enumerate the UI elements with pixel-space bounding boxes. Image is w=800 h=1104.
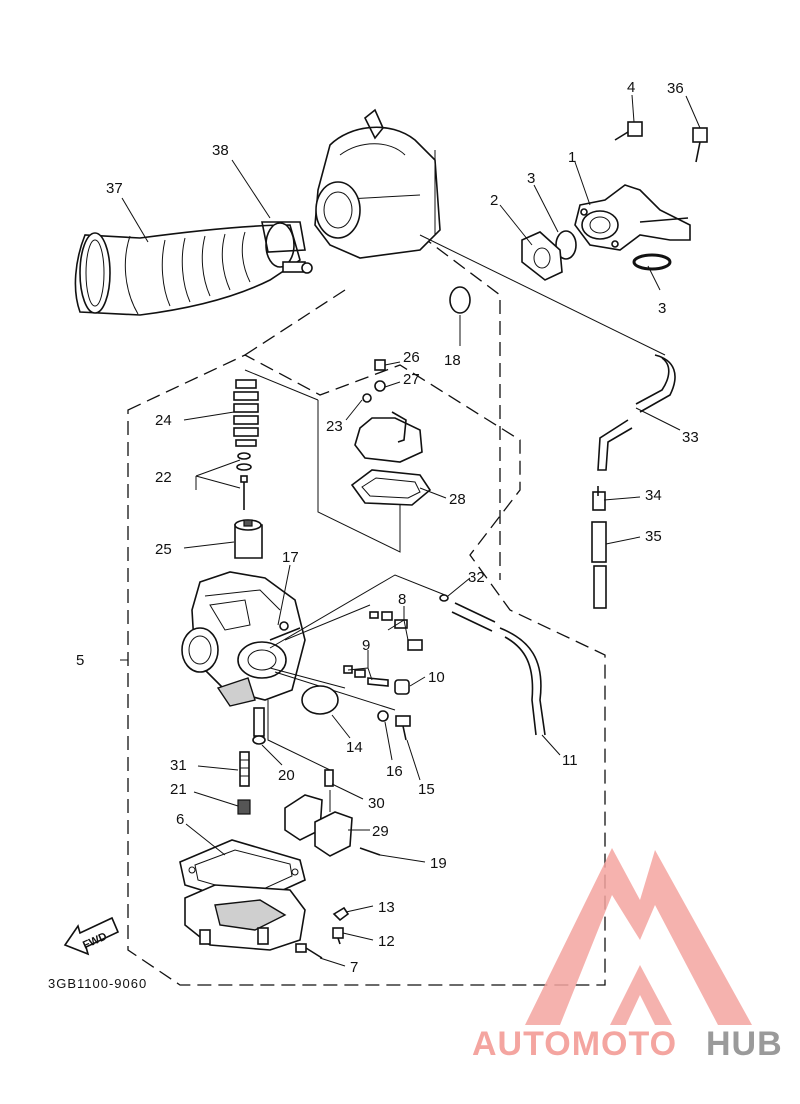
callout-27: 27 [403,371,420,388]
callout-23: 23 [326,418,343,435]
callout-34: 34 [645,487,662,504]
manifold-bolt-long [692,127,708,163]
callout-4: 4 [627,79,635,96]
fwd-arrow-icon [63,916,120,956]
watermark-text: AUTOMOTO HUB [472,1025,783,1063]
vent-hose-assembly [419,234,676,736]
callout-17: 17 [282,549,299,566]
callout-19: 19 [430,855,447,872]
diagram-code: 3GB1100-9060 [48,976,147,991]
callout-38: 38 [212,142,229,159]
callout-8: 8 [398,591,406,608]
callout-25: 25 [155,541,172,558]
callout-18: 18 [444,352,461,369]
callout-36: 36 [667,80,684,97]
needle-jet [252,707,266,745]
pilot-screw-set [343,611,423,687]
callout-9: 9 [362,637,370,654]
callout-1: 1 [568,149,576,166]
float-chamber [184,884,306,951]
callout-12: 12 [378,933,395,950]
drain-plug [301,685,339,715]
callout-13: 13 [378,899,395,916]
air-boot-hose [74,222,301,316]
cover-gasket [350,469,432,506]
callout-20: 20 [278,767,295,784]
o-ring [555,230,672,271]
body-leader-lines [267,574,446,771]
callout-21: 21 [170,781,187,798]
float-pin [359,847,381,856]
callout-7: 7 [350,959,358,976]
watermark-main: AUTOMOTO [472,1025,677,1063]
throttle-valve [234,519,263,559]
main-jet [237,799,251,815]
triangle-logo-icon [525,848,752,1025]
drain-bolt [295,943,323,959]
gasket-bracket-lines [244,369,401,553]
callout-15: 15 [418,781,435,798]
carburetor-body [181,571,306,707]
callout-31: 31 [170,757,187,774]
callout-3a: 3 [527,170,535,187]
drain-screw [395,715,411,741]
manifold-bolt [614,121,643,141]
throttle-spring [233,379,259,447]
callout-26: 26 [403,349,420,366]
diaphragm-disc [449,286,471,314]
air-filter-case [314,108,441,259]
carburetor-top-cover [354,359,423,463]
callout-2: 2 [490,192,498,209]
watermark-accent: HUB [706,1025,783,1063]
callout-11: 11 [562,752,578,769]
float-assembly [284,790,353,857]
callout-28: 28 [449,491,466,508]
callout-10: 10 [428,669,445,686]
callout-33: 33 [682,429,699,446]
callout-14: 14 [346,739,363,756]
callout-3b: 3 [658,300,666,317]
callout-35: 35 [645,528,662,545]
bowl-screw [332,906,350,945]
callout-29: 29 [372,823,389,840]
callout-37: 37 [106,180,123,197]
callout-30: 30 [368,795,385,812]
callout-24: 24 [155,412,172,429]
insulator-gasket [521,231,563,281]
callout-5: 5 [76,652,84,669]
cap-bolt [394,679,410,695]
o-ring-small [377,710,389,722]
float-valve [324,769,334,787]
float-chamber-gasket [179,839,306,906]
callout-32: 32 [468,569,485,586]
jet-needle-clip [236,452,252,510]
callout-leaders [120,94,701,967]
callout-6: 6 [176,811,184,828]
callout-22: 22 [155,469,172,486]
callout-16: 16 [386,763,403,780]
hose-clamp [261,221,313,274]
intake-manifold [574,184,691,251]
callout-numbers: 37 38 2 3 1 4 36 3 18 26 27 23 24 22 28 … [48,79,699,991]
assembly-outline [127,234,606,986]
pilot-jet [239,751,250,787]
